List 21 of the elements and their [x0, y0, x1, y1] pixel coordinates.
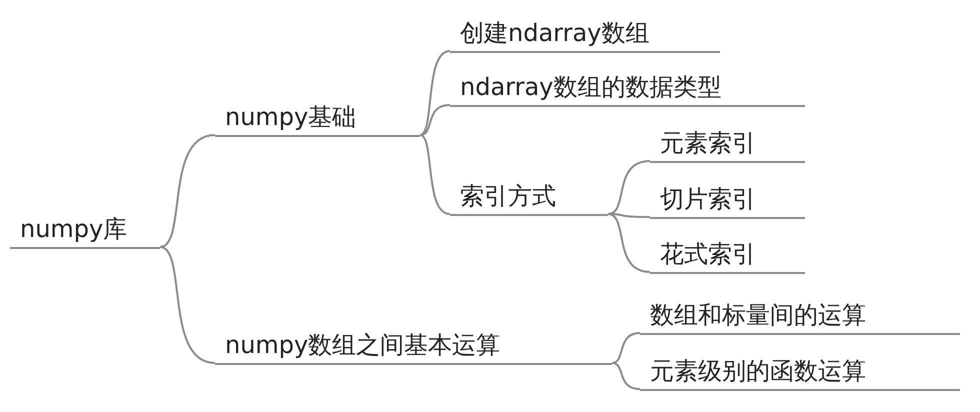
branch-line [612, 362, 640, 390]
branch-line [420, 134, 450, 215]
topic-label: 创建ndarray数组 [450, 17, 720, 53]
topic-label: 切片索引 [650, 183, 805, 219]
topic-label: 数组和标量间的运算 [640, 299, 960, 335]
topic-label: 元素索引 [650, 127, 805, 163]
topic-label: numpy基础 [215, 101, 420, 137]
branch-line [612, 332, 640, 364]
branch-line [608, 213, 650, 273]
branch-line [608, 213, 650, 218]
branch-line [160, 134, 216, 248]
branch-line [420, 50, 450, 136]
topic-label: numpy库 [10, 213, 160, 249]
topic-label: numpy数组之间基本运算 [215, 329, 612, 365]
topic-label: ndarray数组的数据类型 [450, 71, 805, 107]
branch-line [160, 246, 216, 364]
topic-label: 元素级别的函数运算 [640, 355, 960, 391]
branch-line [608, 160, 650, 215]
branch-line [420, 104, 450, 136]
topic-label: 花式索引 [650, 238, 805, 274]
topic-label: 索引方式 [450, 180, 608, 216]
